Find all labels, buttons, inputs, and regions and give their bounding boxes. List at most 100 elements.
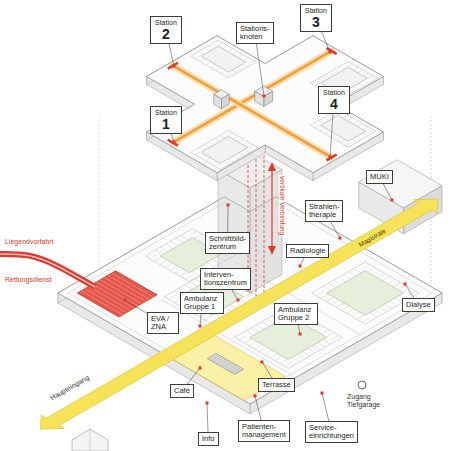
room-wall <box>323 286 331 290</box>
callout-box: Dialyse <box>402 298 435 312</box>
label-text: Ambulanz Gruppe 2 <box>278 306 314 323</box>
courtyard <box>327 271 404 315</box>
room-wall <box>185 285 193 289</box>
room-wall <box>220 136 225 139</box>
room-wall <box>244 293 252 297</box>
neighbour-house-edge <box>90 429 91 451</box>
room-wall <box>348 118 353 121</box>
room-wall <box>363 73 368 76</box>
room-wall <box>180 272 188 276</box>
room-wall <box>221 71 226 74</box>
escalator-step <box>222 362 231 367</box>
room-wall <box>367 267 375 271</box>
room-wall <box>155 250 163 254</box>
room-wall <box>336 303 344 307</box>
label-text: EVA / ZNA <box>151 315 175 332</box>
room-wall <box>150 254 158 258</box>
room-wall <box>333 280 341 284</box>
emergency-hatch <box>96 282 138 306</box>
room-wall <box>302 351 310 355</box>
room-wall <box>246 331 254 335</box>
escalator-step <box>211 356 220 361</box>
emergency-hatch <box>100 280 142 304</box>
room-wall <box>232 70 237 73</box>
label-text: Stations- knoten <box>240 25 270 42</box>
room-wall <box>260 347 268 351</box>
room-wall <box>297 354 305 358</box>
room-wall <box>216 68 221 71</box>
room-wall <box>352 312 360 316</box>
room-wall <box>328 283 336 287</box>
room-wall <box>382 276 390 280</box>
access-marker <box>326 155 336 161</box>
room-wall <box>176 238 184 242</box>
room-wall <box>190 282 198 286</box>
room-wall <box>379 307 387 311</box>
callout-box: Radiologie <box>286 244 329 258</box>
room-wall <box>233 52 238 55</box>
access-marker <box>168 63 178 69</box>
room-wall <box>189 231 197 235</box>
room-wall <box>342 115 347 118</box>
room-wall <box>358 83 363 86</box>
room-wall <box>169 295 177 299</box>
escalator-step <box>228 366 237 371</box>
room-wall <box>308 349 316 353</box>
room-wall <box>315 125 320 128</box>
room-wall <box>364 81 369 84</box>
emergency-road <box>0 254 95 287</box>
emergency-zone <box>77 271 157 317</box>
room-wall <box>243 58 248 61</box>
room-wall <box>351 139 356 142</box>
room-wall <box>368 76 373 79</box>
callout-box: Interven- tionszentrum <box>200 268 251 290</box>
room-wall <box>200 155 205 158</box>
access-marker <box>168 140 178 146</box>
room-wall <box>270 353 278 357</box>
callout-box: Service- einrichtungen <box>305 421 358 443</box>
annotation-label: Liegendvorfahrt <box>4 238 55 246</box>
vertical-arrow <box>268 162 276 255</box>
room-wall <box>242 64 247 67</box>
room-ring <box>191 130 258 169</box>
room-wall <box>209 45 214 48</box>
room-wall <box>181 235 189 239</box>
room-wall <box>346 143 351 146</box>
location-marker <box>321 392 324 395</box>
room-wall <box>343 275 351 279</box>
room-wall <box>353 86 358 89</box>
room-wall <box>349 272 357 276</box>
room-wall <box>357 136 362 139</box>
lower-floor <box>40 160 442 429</box>
neighbour-house <box>72 429 108 451</box>
room-wall <box>211 161 216 164</box>
room-wall <box>320 128 325 131</box>
room-wall <box>205 158 210 161</box>
room-wall <box>239 153 244 156</box>
room-wall <box>362 318 370 322</box>
room-wall <box>329 72 334 75</box>
room-wall <box>251 328 259 332</box>
room-ring <box>311 262 419 324</box>
room-wall <box>160 247 168 251</box>
room-wall <box>316 327 324 331</box>
room-wall <box>171 241 179 245</box>
escalator-step <box>209 354 218 359</box>
vertical-arrow-head <box>268 246 276 255</box>
room-wall <box>292 357 300 361</box>
room-wall <box>368 130 373 133</box>
label-text: Radiologie <box>290 247 325 256</box>
room-wall <box>209 142 214 145</box>
room-wall <box>358 124 363 127</box>
room-wall <box>341 140 346 143</box>
room-wall <box>262 322 270 326</box>
room-ring <box>191 40 256 78</box>
room-wall <box>316 291 324 295</box>
courtyard <box>201 136 248 163</box>
annotation-label: Rettungsdienst <box>4 276 53 284</box>
room-wall <box>377 273 385 277</box>
location-marker <box>263 95 266 98</box>
room-wall <box>248 61 253 64</box>
room-wall <box>248 145 253 148</box>
